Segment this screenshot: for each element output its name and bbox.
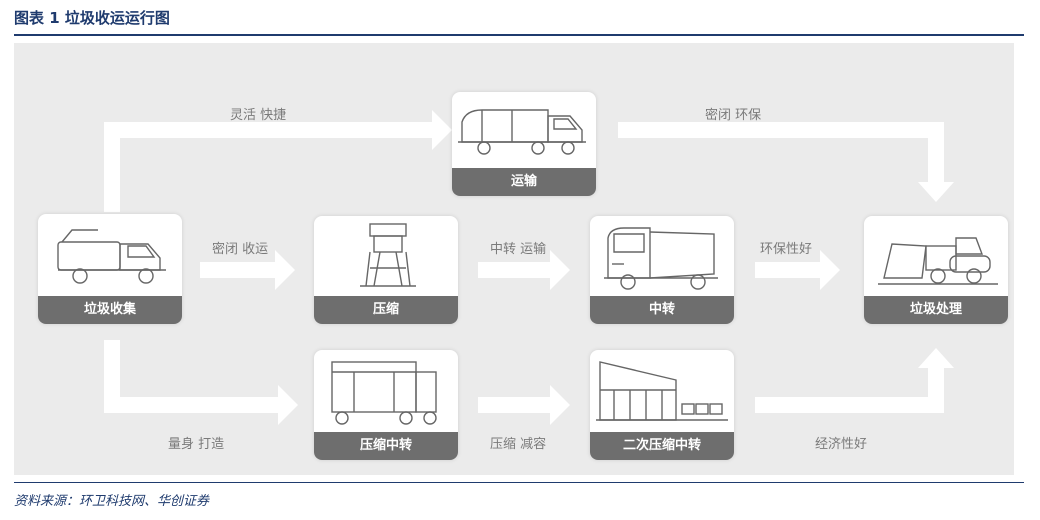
compactor-truck-icon xyxy=(458,109,586,155)
edge-label-flexible-fast: 灵活 快捷 xyxy=(230,108,287,123)
node-transfer-label: 中转 xyxy=(590,296,734,324)
node-collect: 垃圾收集 xyxy=(38,214,182,324)
node-compress: 压缩 xyxy=(314,216,458,324)
edge-label-eco-friendly: 环保性好 xyxy=(760,242,813,257)
arrow-collect-to-compress-transfer xyxy=(104,340,298,425)
node-transfer: 中转 xyxy=(590,216,734,324)
arrow-transfer-to-process xyxy=(755,250,840,290)
edge-label-sealed-collect: 密闭 收运 xyxy=(212,242,269,257)
node-compress-transfer-label: 压缩中转 xyxy=(314,432,458,460)
figure-title: 图表 1 垃圾收运运行图 xyxy=(14,9,170,27)
edge-label-sealed-eco-top: 密闭 环保 xyxy=(705,108,762,123)
arrow-second-to-process xyxy=(755,348,954,413)
arrow-collect-to-compress xyxy=(200,250,295,290)
edge-label-economical: 经济性好 xyxy=(815,437,868,452)
node-collect-label: 垃圾收集 xyxy=(38,296,182,324)
node-compress-transfer: 压缩中转 xyxy=(314,350,458,460)
node-second-compress-transfer-label: 二次压缩中转 xyxy=(590,432,734,460)
edge-label-tailor-made: 量身 打造 xyxy=(168,437,225,452)
node-process: 垃圾处理 xyxy=(864,216,1008,324)
compressor-machine-icon xyxy=(360,223,416,287)
arrow-compress-transfer-to-second xyxy=(478,385,570,425)
transfer-station-building-icon xyxy=(596,361,728,421)
transfer-truck-icon xyxy=(604,227,718,290)
node-process-label: 垃圾处理 xyxy=(864,296,1008,324)
node-transport-label: 运输 xyxy=(452,168,596,196)
arrow-transport-to-process xyxy=(618,122,954,202)
compression-station-icon xyxy=(331,361,437,425)
footer-rule xyxy=(14,482,1024,483)
landfill-compactor-icon xyxy=(878,237,998,285)
edge-label-transfer-transport: 中转 运输 xyxy=(490,242,547,257)
node-second-compress-transfer: 二次压缩中转 xyxy=(590,350,734,460)
garbage-truck-icon xyxy=(57,229,166,284)
node-transport: 运输 xyxy=(452,92,596,196)
node-compress-label: 压缩 xyxy=(314,296,458,324)
source-note: 资料来源：环卫科技网、华创证券 xyxy=(14,494,210,509)
arrow-compress-to-transfer xyxy=(478,250,570,290)
edge-label-compress-reduce: 压缩 减容 xyxy=(490,437,547,452)
arrow-collect-to-transport xyxy=(104,110,452,212)
title-rule xyxy=(14,34,1024,36)
